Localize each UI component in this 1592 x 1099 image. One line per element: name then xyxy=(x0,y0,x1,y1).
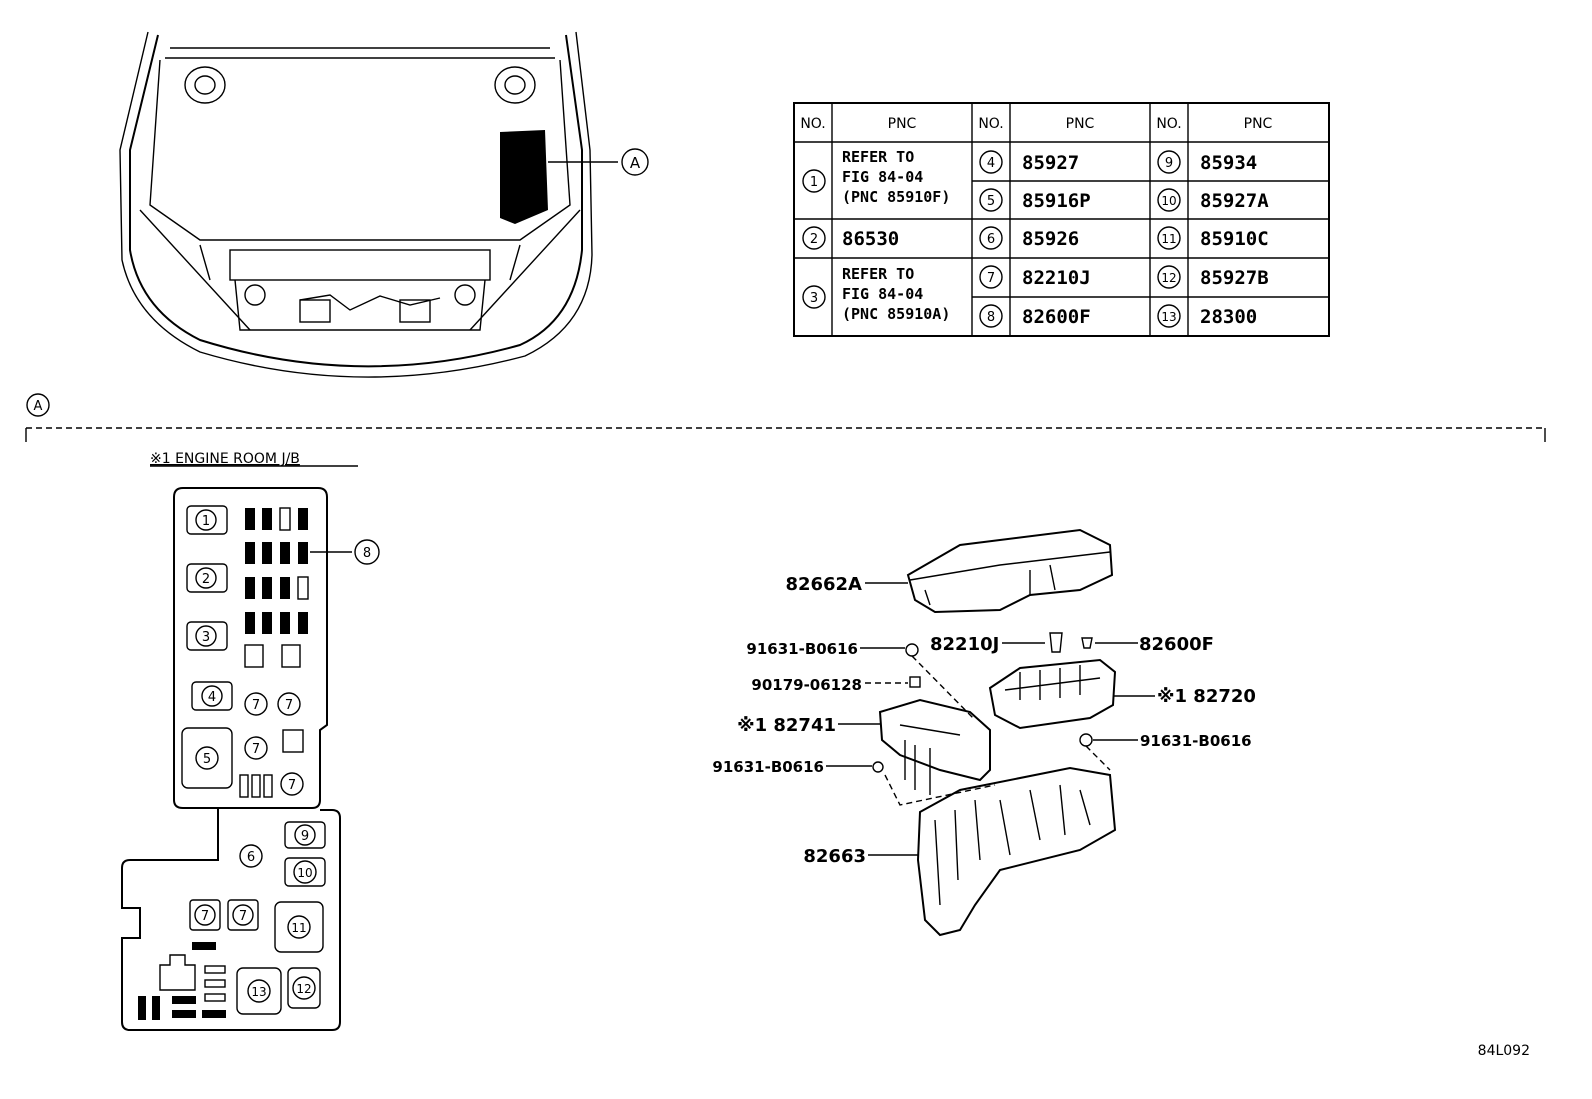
row-pnc-4: 85927 xyxy=(1022,152,1079,174)
row-pnc-11: 85910C xyxy=(1200,228,1269,250)
jb-item-7e: 7 xyxy=(201,909,209,924)
jb-item-5: 5 xyxy=(203,752,211,767)
jb-item-10: 10 xyxy=(297,866,312,880)
part-90179-label: 90179-06128 xyxy=(751,676,862,694)
jb-title: ※1 ENGINE ROOM J/B xyxy=(150,451,300,467)
row-pnc-12: 85927B xyxy=(1200,267,1269,289)
row-no-9: 9 xyxy=(1165,156,1173,171)
header-no-3: NO. xyxy=(1156,116,1181,132)
part-91631-left-label: 91631-B0616 xyxy=(712,758,824,776)
jb-item-3: 3 xyxy=(202,630,210,645)
header-pnc-3: PNC xyxy=(1244,116,1273,132)
figure-code: 84L092 xyxy=(1478,1043,1530,1059)
row-no-8: 8 xyxy=(987,310,995,325)
jb-item-11: 11 xyxy=(291,921,306,935)
pnc-table: NO. PNC NO. PNC NO. PNC 1 REFER TO FIG 8… xyxy=(793,102,1330,337)
row-no-3: 3 xyxy=(810,291,818,306)
row-no-11: 11 xyxy=(1161,232,1176,246)
row-no-5: 5 xyxy=(987,194,995,209)
row-pnc-8: 82600F xyxy=(1022,306,1091,328)
row-pnc-1-line3: (PNC 85910F) xyxy=(842,188,950,206)
section-a-label: A xyxy=(34,399,43,414)
row-no-1: 1 xyxy=(810,175,818,190)
jb-item-7d: 7 xyxy=(288,778,296,793)
jb-item-12: 12 xyxy=(296,982,311,996)
row-pnc-6: 85926 xyxy=(1022,228,1079,250)
callout-a-label: A xyxy=(630,154,641,172)
jb-item-7b: 7 xyxy=(285,698,293,713)
part-91631-top-label: 91631-B0616 xyxy=(746,640,858,658)
part-82210j-label: 82210J xyxy=(930,634,999,655)
jb-item-6: 6 xyxy=(247,850,255,865)
row-pnc-5: 85916P xyxy=(1022,190,1091,212)
jb-item-8: 8 xyxy=(363,546,371,561)
row-pnc-7: 82210J xyxy=(1022,267,1091,289)
row-pnc-3-line2: FIG 84-04 xyxy=(842,285,923,303)
header-no-1: NO. xyxy=(800,116,825,132)
row-no-4: 4 xyxy=(987,156,995,171)
jb-item-4: 4 xyxy=(208,690,216,705)
section-a-divider: A xyxy=(25,393,1546,442)
header-no-2: NO. xyxy=(978,116,1003,132)
row-no-6: 6 xyxy=(987,232,995,247)
jb-item-7f: 7 xyxy=(239,909,247,924)
row-pnc-1-line2: FIG 84-04 xyxy=(842,168,923,186)
row-pnc-10: 85927A xyxy=(1200,190,1269,212)
exploded-parts-view: 82662A 91631-B0616 90179-06128 82210J 82… xyxy=(712,528,1256,937)
jb-item-1: 1 xyxy=(202,514,210,529)
row-pnc-3-line1: REFER TO xyxy=(842,265,914,283)
part-82663-label: 82663 xyxy=(803,846,866,867)
row-pnc-3-line3: (PNC 85910A) xyxy=(842,305,950,323)
engine-room-jb-layout: ※1 ENGINE ROOM J/B 1 2 3 xyxy=(121,451,380,1031)
fuse-grid xyxy=(244,507,309,668)
row-pnc-9: 85934 xyxy=(1200,152,1257,174)
jb-item-13: 13 xyxy=(251,985,266,999)
header-pnc-1: PNC xyxy=(888,116,917,132)
part-82741-label: ※1 82741 xyxy=(737,715,836,736)
row-no-2: 2 xyxy=(810,232,818,247)
row-pnc-13: 28300 xyxy=(1200,306,1257,328)
engine-bay-illustration: A xyxy=(119,31,649,378)
part-91631-right-label: 91631-B0616 xyxy=(1140,732,1252,750)
part-82720-label: ※1 82720 xyxy=(1157,686,1256,707)
row-no-13: 13 xyxy=(1161,310,1176,324)
jb-item-2: 2 xyxy=(202,572,210,587)
jb-item-9: 9 xyxy=(301,829,309,844)
row-no-7: 7 xyxy=(987,271,995,286)
row-no-10: 10 xyxy=(1161,194,1176,208)
header-pnc-2: PNC xyxy=(1066,116,1095,132)
jb-item-7c: 7 xyxy=(252,742,260,757)
row-pnc-1-line1: REFER TO xyxy=(842,148,914,166)
jb-item-7a: 7 xyxy=(252,698,260,713)
row-pnc-2: 86530 xyxy=(842,228,899,250)
part-82600f-label: 82600F xyxy=(1139,634,1214,655)
row-no-12: 12 xyxy=(1161,271,1176,285)
part-82662a-label: 82662A xyxy=(785,574,862,595)
